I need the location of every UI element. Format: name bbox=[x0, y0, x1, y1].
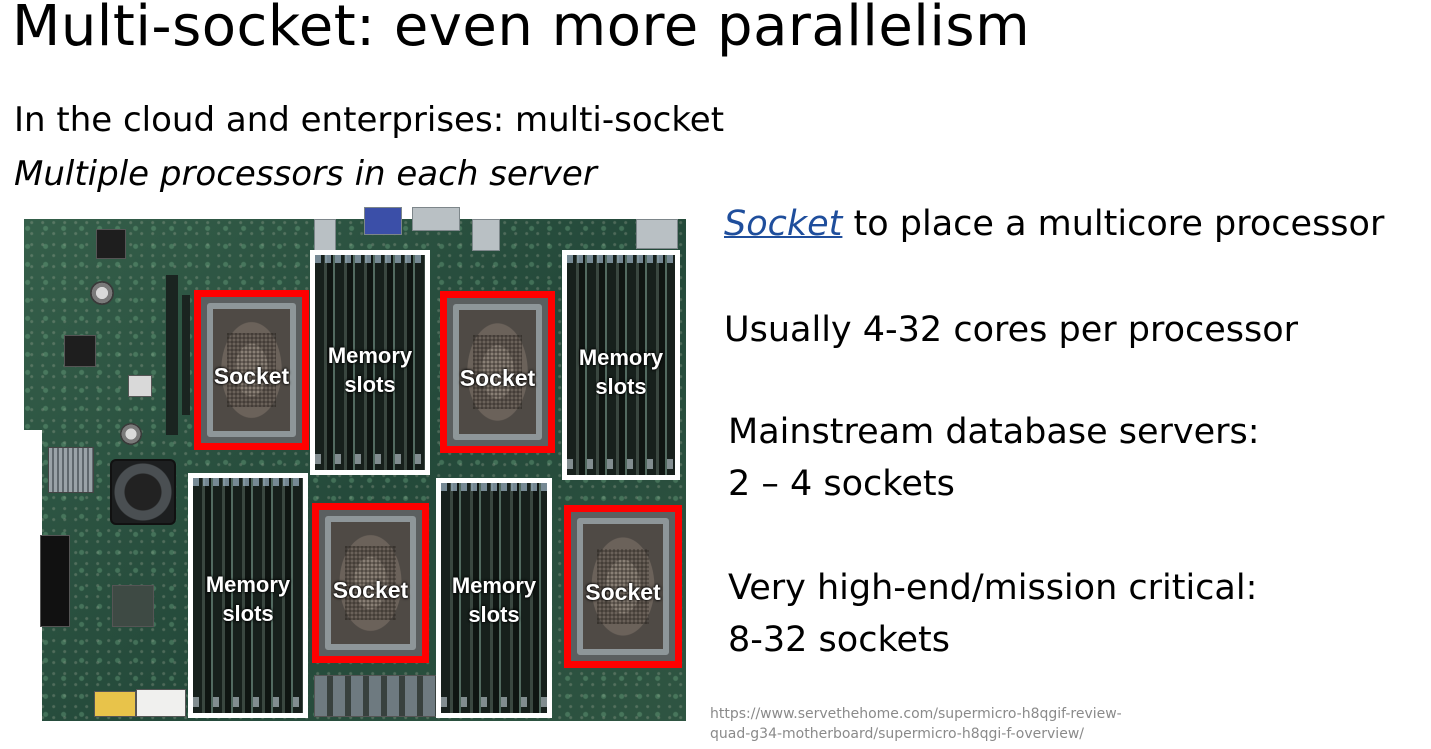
power-connector-2 bbox=[136, 689, 186, 717]
board-top-edge bbox=[24, 205, 686, 219]
socket-label: Socket bbox=[459, 365, 536, 391]
memory-label-line1: Memory bbox=[205, 572, 291, 597]
socket-label: Socket bbox=[332, 577, 409, 603]
memory-label-line2: slots bbox=[595, 374, 647, 399]
socket-label: Socket bbox=[213, 363, 290, 389]
io-port-lan bbox=[636, 219, 678, 249]
memory-slots-top-right: Memory slots bbox=[562, 250, 680, 480]
io-port-serial bbox=[412, 207, 460, 231]
cpu-socket-icon bbox=[207, 303, 296, 437]
bullet-cores: Usually 4-32 cores per processor bbox=[724, 310, 1299, 350]
socket-top-right: Socket bbox=[440, 291, 555, 453]
source-line2: quad-g34-motherboard/supermicro-h8qgi-f-… bbox=[710, 726, 1084, 742]
header-block bbox=[128, 375, 152, 397]
southbridge-chip bbox=[112, 585, 154, 627]
controller-chip bbox=[64, 335, 96, 367]
bullet-highend-line2: 8-32 sockets bbox=[728, 620, 950, 660]
memory-slots-bottom-right: Memory slots bbox=[436, 478, 552, 718]
cpu-socket-icon bbox=[325, 516, 416, 650]
pcie-slot-2 bbox=[182, 295, 190, 415]
bullet-mainstream-line2: 2 – 4 sockets bbox=[728, 464, 955, 504]
io-port-vga bbox=[364, 207, 402, 235]
memory-slots-bottom-left: Memory slots bbox=[188, 473, 308, 718]
memory-label-line2: slots bbox=[468, 602, 520, 627]
capacitor bbox=[120, 423, 142, 445]
memory-label-line1: Memory bbox=[578, 345, 664, 370]
board-left-edge bbox=[24, 430, 42, 721]
chipset-heatsink bbox=[48, 447, 94, 493]
bullet-highend-line1: Very high-end/mission critical: bbox=[728, 568, 1258, 608]
socket-label: Socket bbox=[585, 579, 661, 605]
memory-label-line1: Memory bbox=[451, 573, 537, 598]
io-port-lan-2 bbox=[314, 219, 336, 251]
image-source-url[interactable]: https://www.servethehome.com/supermicro-… bbox=[710, 704, 1122, 744]
memory-slots-top-left: Memory slots bbox=[310, 250, 430, 475]
memory-label-line2: slots bbox=[222, 601, 274, 626]
bios-chip bbox=[96, 229, 126, 259]
pcie-slot bbox=[166, 275, 178, 435]
slide-title: Multi-socket: even more parallelism bbox=[12, 0, 1031, 59]
memory-label-line1: Memory bbox=[327, 343, 413, 368]
bullet-socket-text: to place a multicore processor bbox=[842, 204, 1385, 244]
socket-link[interactable]: Socket bbox=[724, 204, 843, 244]
cmos-battery bbox=[90, 281, 114, 305]
io-port-usb bbox=[472, 219, 500, 251]
cpu-socket-icon bbox=[453, 304, 542, 440]
socket-bottom-right: Socket bbox=[564, 505, 682, 668]
bullet-socket: Socket to place a multicore processor bbox=[724, 198, 1384, 250]
socket-top-left: Socket bbox=[194, 290, 309, 450]
slide-subtitle: In the cloud and enterprises: multi-sock… bbox=[14, 100, 725, 140]
memory-label-line2: slots bbox=[344, 372, 396, 397]
chipset-fan bbox=[110, 459, 176, 525]
socket-bottom-left: Socket bbox=[312, 503, 429, 663]
bullet-mainstream-line1: Mainstream database servers: bbox=[728, 412, 1260, 452]
source-line1: https://www.servethehome.com/supermicro-… bbox=[710, 706, 1122, 722]
slide-subtitle-italic: Multiple processors in each server bbox=[14, 154, 597, 194]
sata-connectors bbox=[40, 535, 70, 627]
power-connector bbox=[94, 691, 136, 717]
motherboard-image: Memory slots Memory slots Memory slots M… bbox=[24, 205, 686, 721]
cpu-socket-icon bbox=[577, 518, 669, 655]
